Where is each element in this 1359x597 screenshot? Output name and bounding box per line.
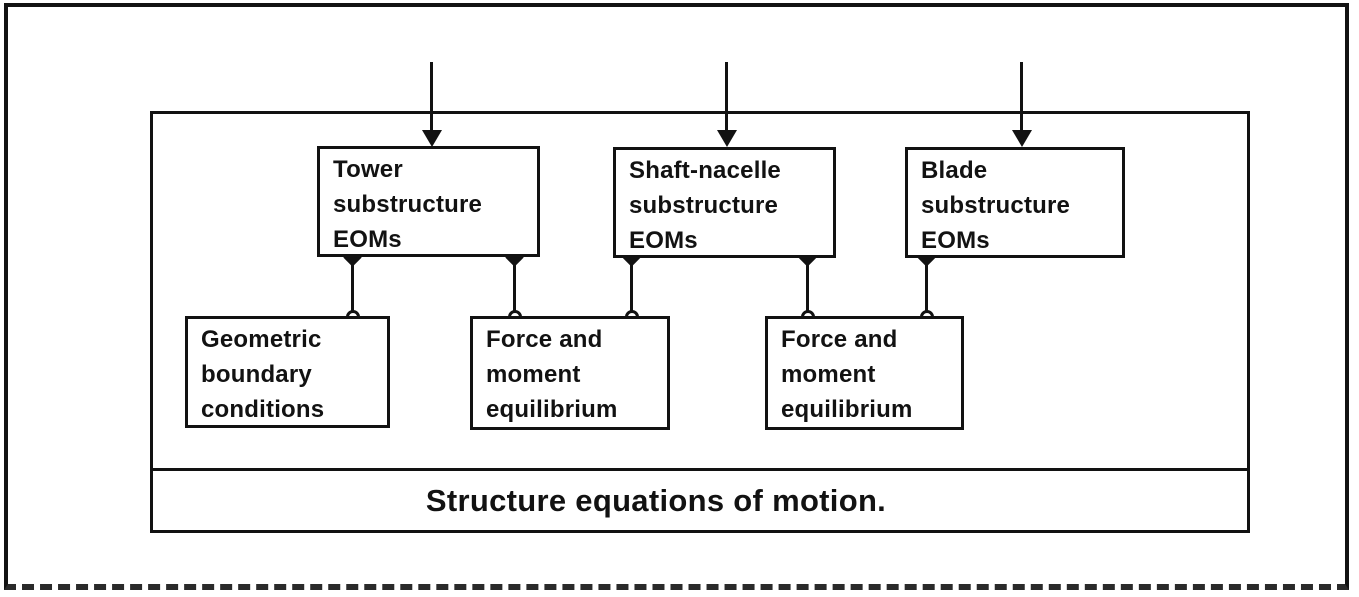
arrow-head-icon (422, 130, 442, 147)
arrow-head-icon (1012, 130, 1032, 147)
footer-divider (150, 468, 1250, 471)
arrow-line (725, 62, 728, 132)
arrow-head-icon (717, 130, 737, 147)
geometric-boundary-conditions-box: Geometric boundary conditions (185, 316, 390, 428)
arrow-line (430, 62, 433, 132)
arrow-line (1020, 62, 1023, 132)
box-label: Force and moment equilibrium (781, 326, 913, 423)
shaft-nacelle-substructure-box: Shaft-nacelle substructure EOMs (613, 147, 836, 258)
box-label: Force and moment equilibrium (486, 326, 618, 423)
connector-line (630, 255, 633, 317)
force-moment-equilibrium-box-1: Force and moment equilibrium (470, 316, 670, 430)
connector-line (513, 255, 516, 317)
connector-line (351, 255, 354, 317)
figure-outer-frame (4, 3, 1349, 590)
box-label: Tower substructure EOMs (333, 156, 483, 253)
connector-line (925, 255, 928, 317)
box-label: Geometric boundary conditions (201, 326, 325, 423)
connector-line (806, 255, 809, 317)
box-label: Blade substructure EOMs (921, 157, 1071, 254)
structure-eom-caption: Structure equations of motion. (425, 483, 887, 518)
tower-substructure-box: Tower substructure EOMs (317, 146, 540, 257)
blade-substructure-box: Blade substructure EOMs (905, 147, 1125, 258)
force-moment-equilibrium-box-2: Force and moment equilibrium (765, 316, 964, 430)
box-label: Shaft-nacelle substructure EOMs (629, 157, 781, 254)
